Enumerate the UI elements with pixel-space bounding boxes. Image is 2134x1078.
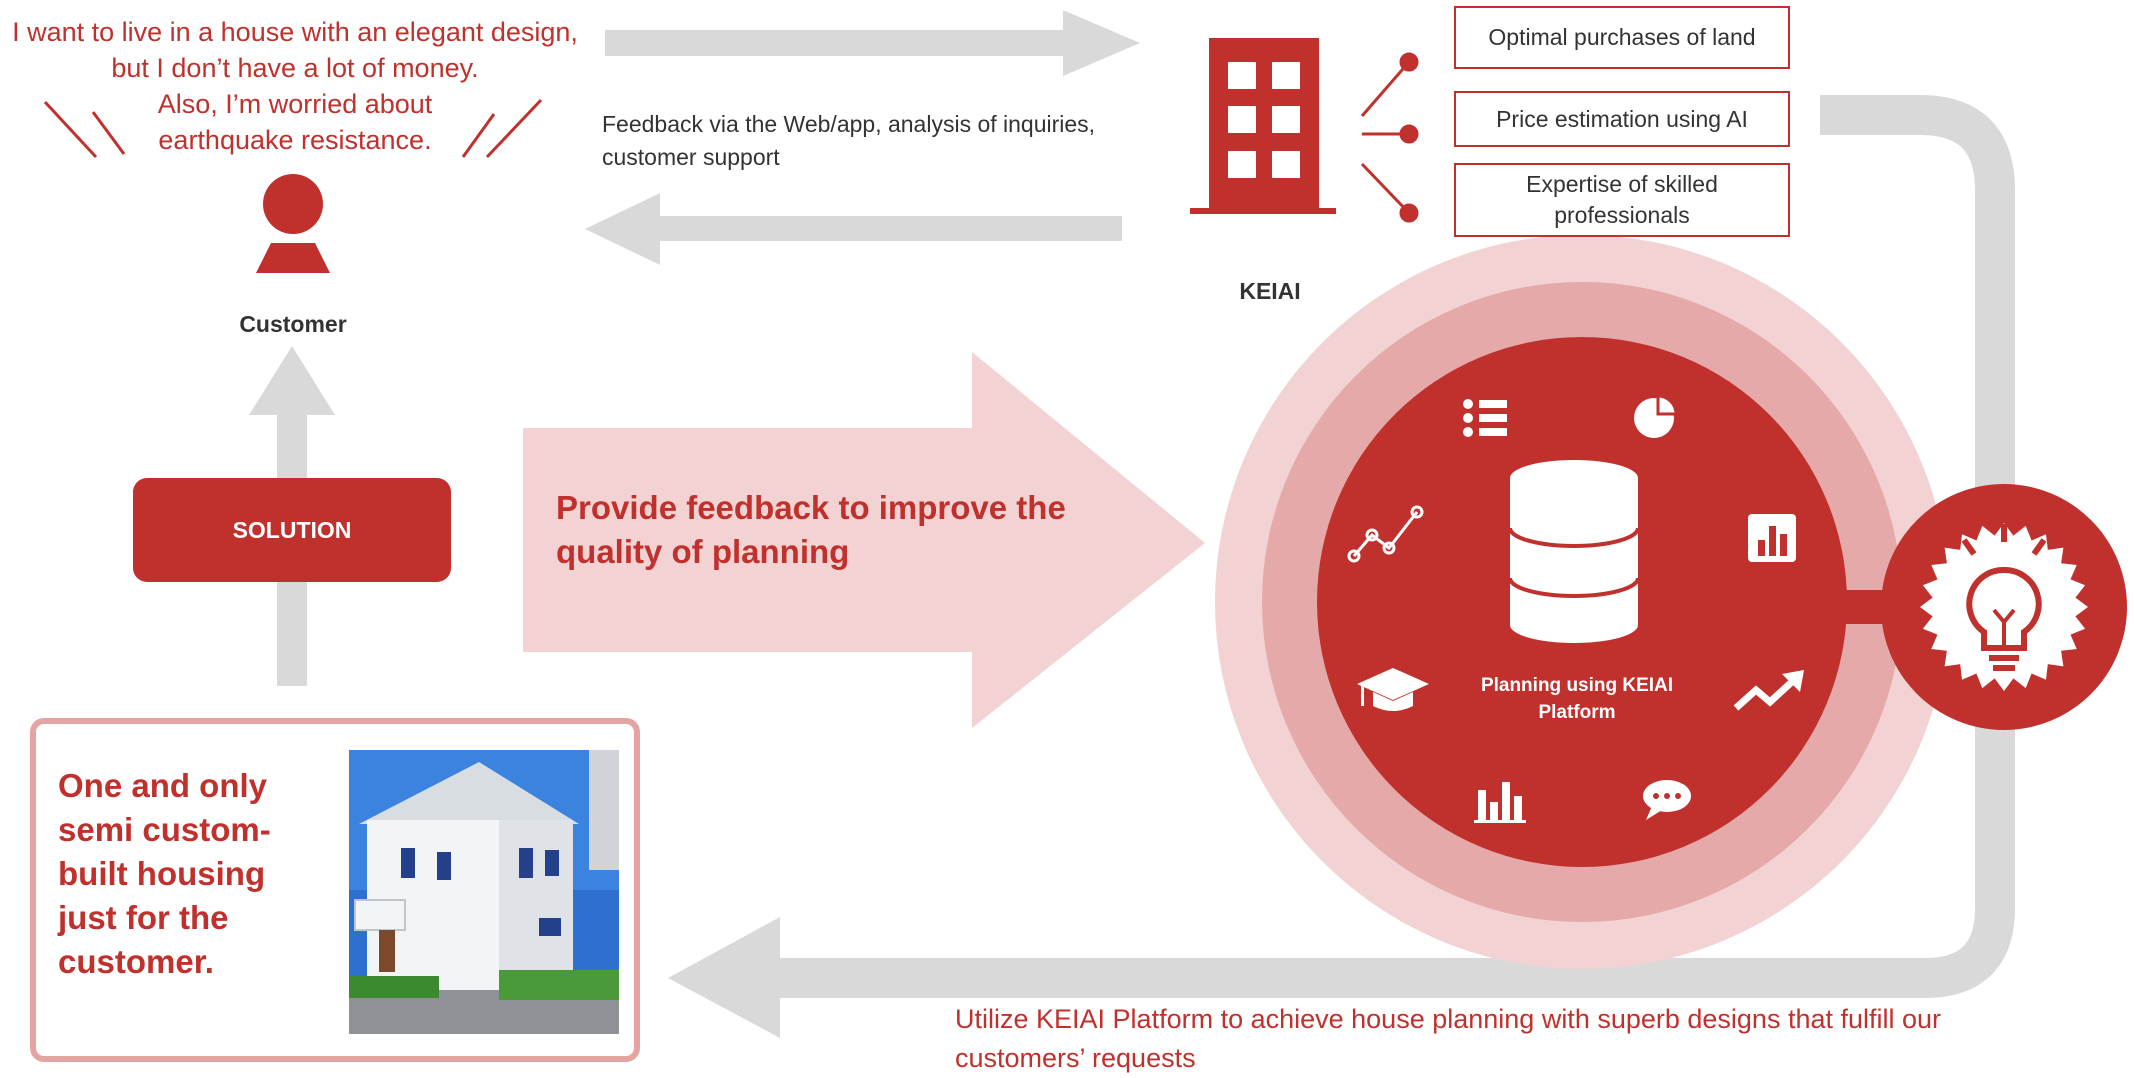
line-chart-icon: [1347, 505, 1424, 563]
quote-line: I want to live in a house with an elegan…: [12, 17, 578, 47]
big-feedback-arrow: [523, 352, 1205, 728]
emphasis-marks: [43, 98, 543, 159]
person-icon: [256, 174, 330, 273]
trend-up-icon: [1733, 670, 1804, 711]
bar-chart-icon: [1748, 514, 1796, 562]
pie-chart-icon: [1634, 394, 1678, 438]
feature-box-expertise: Expertise of skilled professionals: [1454, 163, 1790, 237]
keiai-label: KEIAI: [1239, 278, 1301, 304]
chat-bubble-icon: [1643, 780, 1691, 820]
feature-connectors: [1360, 52, 1419, 223]
house-photo: [349, 750, 619, 1034]
feature-text: Optimal purchases of land: [1488, 24, 1756, 50]
quote-line: but I don’t have a lot of money.: [111, 53, 479, 83]
improve-planning-text: Provide feedback to improve the quality …: [556, 489, 1066, 570]
result-box: One and only semi custom-built housing j…: [30, 718, 640, 1062]
list-icon: [1463, 399, 1507, 437]
feature-text: Expertise of skilled professionals: [1526, 171, 1718, 228]
graduation-cap-icon: [1357, 668, 1429, 711]
quote-line: earthquake resistance.: [158, 125, 432, 155]
quote-line: Also, I’m worried about: [157, 89, 433, 119]
building-icon: [1190, 38, 1336, 214]
result-text: One and only semi custom-built housing j…: [58, 767, 271, 980]
bottom-caption: Utilize KEIAI Platform to achieve house …: [955, 1004, 1942, 1073]
feature-box-ai-price: Price estimation using AI: [1454, 91, 1790, 147]
solution-button[interactable]: SOLUTION: [133, 478, 451, 582]
feedback-note: Feedback via the Web/app, analysis of in…: [602, 111, 1096, 170]
feature-box-land: Optimal purchases of land: [1454, 6, 1790, 69]
database-icon: [1508, 460, 1640, 643]
customer-label: Customer: [239, 311, 347, 337]
arrow-to-keiai: [605, 10, 1140, 76]
column-chart-icon: [1474, 782, 1526, 823]
lightbulb-icon: [1920, 523, 2088, 691]
platform-caption: Planning using KEIAI Platform: [1480, 675, 1674, 723]
feature-text: Price estimation using AI: [1496, 105, 1748, 132]
customer-quote: I want to live in a house with an elegan…: [0, 14, 590, 158]
loop-arrowhead: [668, 917, 780, 1038]
arrow-to-customer: [585, 193, 1122, 265]
